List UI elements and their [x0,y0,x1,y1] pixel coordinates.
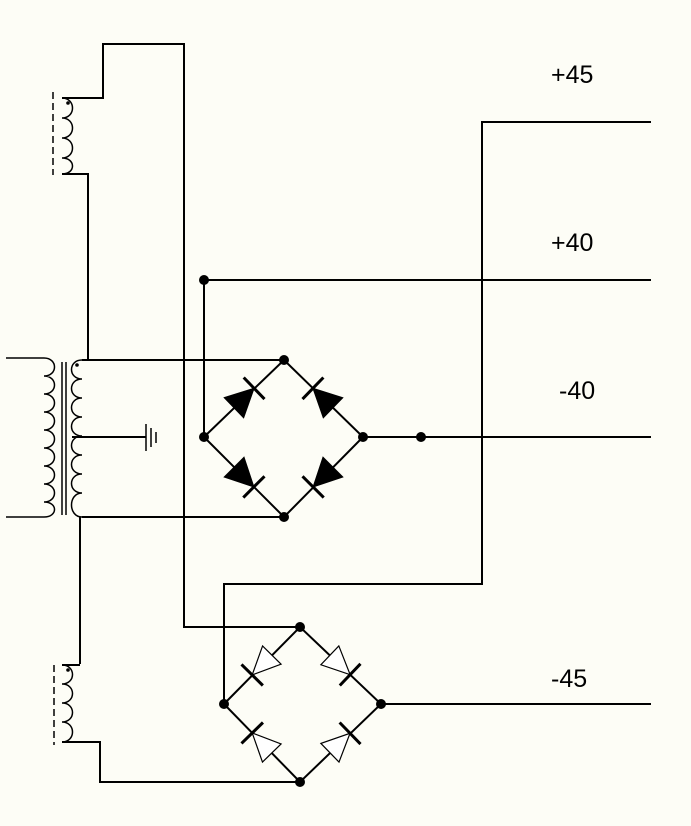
diode-upper-right-open [319,644,362,687]
rail-plus40 [199,275,651,437]
diode-lower-left-open [240,721,283,764]
rail-minus40 [363,432,651,442]
lower-bridge-rectifier [219,622,386,787]
diode-lower-right [301,456,344,499]
bottom-aux-winding [53,517,300,783]
diode-upper-right [301,376,344,419]
rail-plus45 [223,121,651,704]
label-minus40: -40 [559,377,595,405]
diode-lower-right-open [319,721,362,764]
label-plus45: +45 [551,61,593,89]
main-transformer [6,357,284,518]
ground-icon [145,424,157,451]
label-plus40: +40 [551,229,593,257]
top-aux-winding [52,43,300,628]
label-minus45: -45 [551,665,587,693]
upper-bridge-rectifier [199,355,368,522]
diode-upper-left-open [240,644,283,687]
diode-upper-left [223,376,266,419]
diode-lower-left [223,456,266,499]
